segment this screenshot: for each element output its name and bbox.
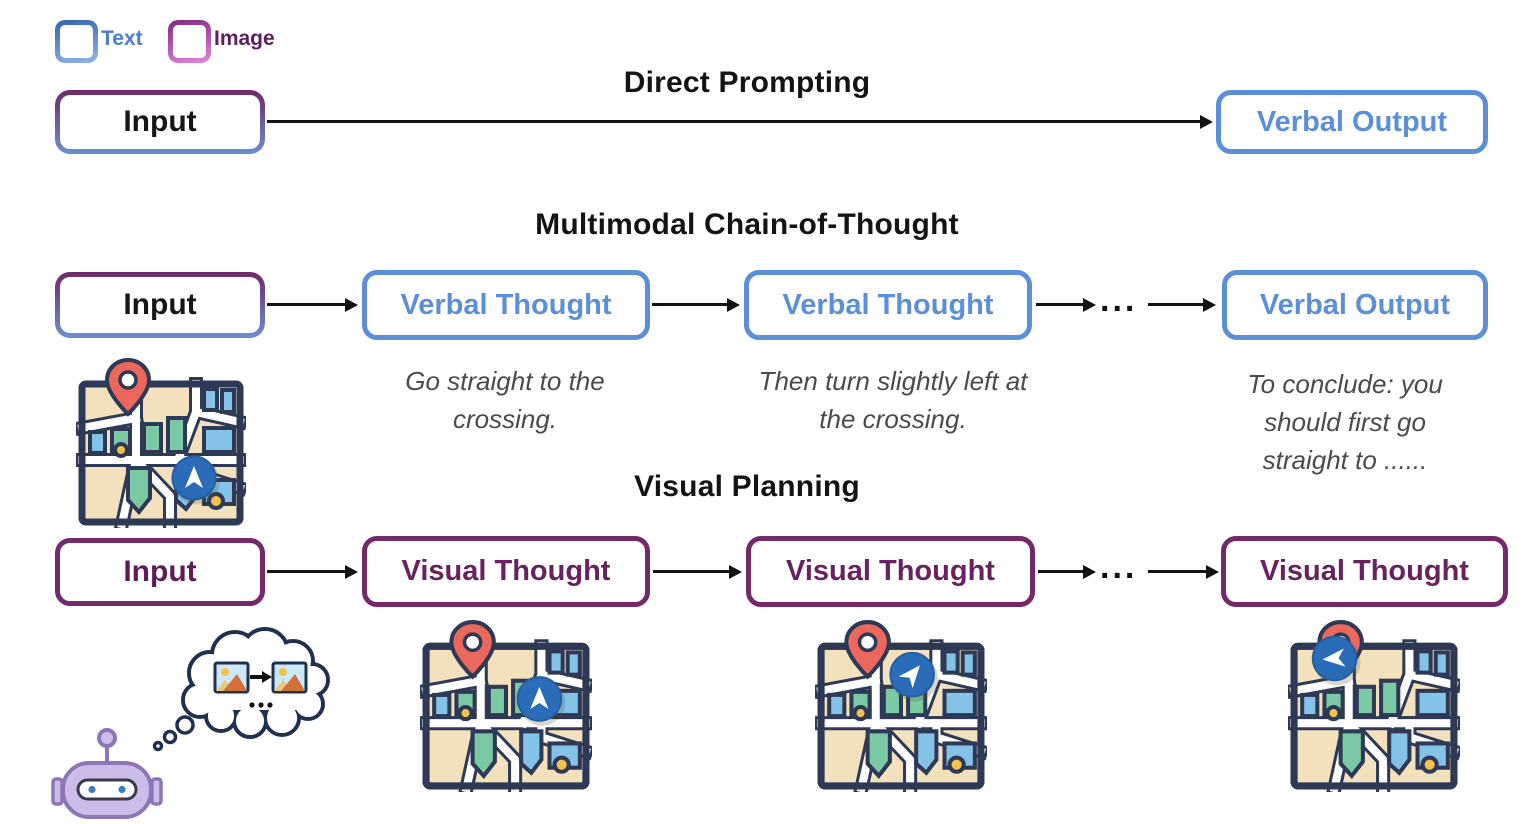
mcot-caption-3: To conclude: you should first go straigh… <box>1247 369 1443 475</box>
mcot-thought-node-2: Verbal Thought <box>744 270 1032 340</box>
bubble-arrow-icon <box>250 671 272 683</box>
vp-thought-label-1: Visual Thought <box>401 555 611 587</box>
photo-icon <box>271 661 308 694</box>
vp-arrow-2 <box>653 570 729 573</box>
direct-input-label: Input <box>123 105 197 138</box>
vp-arrow-1 <box>267 570 345 573</box>
vp-thought-node-3: Visual Thought <box>1221 536 1508 607</box>
mcot-caption-1: Go straight to the crossing. <box>405 366 605 434</box>
vp-thought-label-3: Visual Thought <box>1260 555 1469 587</box>
mcot-arrow-3 <box>1036 303 1083 306</box>
bubble-ellipsis-icon <box>249 702 273 708</box>
vp-map-icon-3 <box>1288 618 1460 792</box>
legend-text-swatch-icon <box>55 20 98 63</box>
vp-input-label: Input <box>123 555 197 588</box>
mcot-title: Multimodal Chain-of-Thought <box>535 208 959 241</box>
legend-image-swatch-icon <box>168 20 211 63</box>
direct-output-label: Verbal Output <box>1256 105 1448 138</box>
vp-input-node: Input <box>55 538 265 606</box>
mcot-input-label: Input <box>123 288 197 321</box>
thought-bubble-icon <box>152 627 330 752</box>
robot-thinking-icon <box>51 627 330 819</box>
mcot-ellipsis: ... <box>1100 281 1138 319</box>
mcot-thought-label-2: Verbal Thought <box>782 288 994 321</box>
vp-map-icon-2 <box>815 618 987 792</box>
vp-map-icon-1 <box>420 618 592 792</box>
direct-prompting-title: Direct Prompting <box>623 66 871 99</box>
mcot-input-node: Input <box>55 272 265 338</box>
mcot-arrow-1 <box>267 303 345 306</box>
vp-title: Visual Planning <box>634 470 860 503</box>
vp-thought-label-2: Visual Thought <box>786 555 995 587</box>
mcot-thought-label-1: Verbal Thought <box>400 288 612 321</box>
mcot-arrow-2 <box>652 303 727 306</box>
mcot-output-label: Verbal Output <box>1259 288 1451 321</box>
vp-thought-node-1: Visual Thought <box>362 536 650 607</box>
vp-ellipsis: ... <box>1100 548 1138 586</box>
robot-icon <box>51 728 163 819</box>
legend-image-label: Image <box>214 27 275 50</box>
mcot-caption-2: Then turn slightly left at the crossing. <box>758 366 1028 434</box>
direct-input-node: Input <box>55 90 265 154</box>
vp-thought-node-2: Visual Thought <box>746 536 1035 607</box>
vp-arrow-4 <box>1148 570 1206 573</box>
legend-text-label: Text <box>101 27 143 50</box>
photo-icon <box>213 661 250 694</box>
mcot-output-node: Verbal Output <box>1222 270 1488 340</box>
direct-output-node: Verbal Output <box>1216 90 1488 154</box>
mcot-thought-node-1: Verbal Thought <box>362 270 650 340</box>
mcot-input-map-icon <box>76 356 246 528</box>
vp-arrow-3 <box>1038 570 1083 573</box>
direct-arrow <box>267 120 1200 123</box>
mcot-arrow-4 <box>1148 303 1203 306</box>
